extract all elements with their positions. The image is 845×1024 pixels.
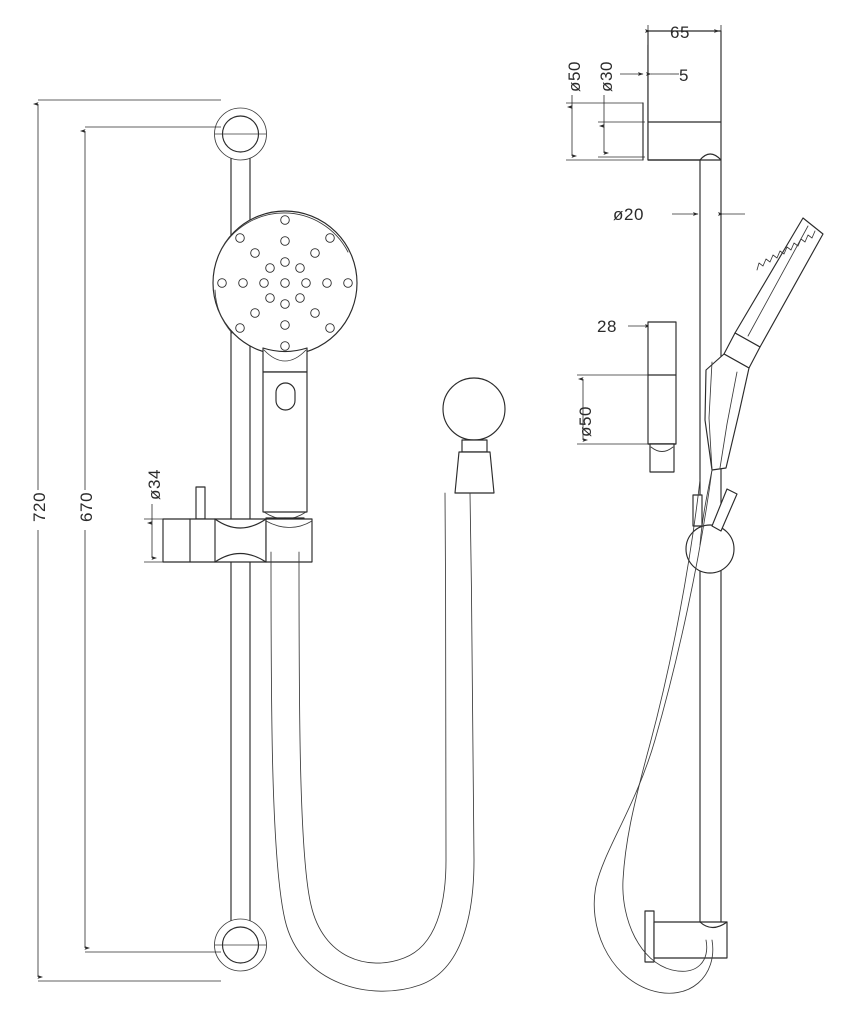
dimension-d50-top: ø50 <box>565 61 643 161</box>
dimension-670-label: 670 <box>77 492 96 522</box>
lower-bracket-side-body <box>647 321 677 473</box>
side-elevation-view <box>593 30 824 994</box>
top-wall-bracket <box>214 107 267 161</box>
front-view-dimensions: 720 670 ø34 <box>30 99 221 982</box>
dimension-28-label: 28 <box>597 317 617 336</box>
shower-head <box>212 210 358 373</box>
dimension-720: 720 <box>30 99 221 982</box>
top-wall-bracket-side <box>642 30 722 161</box>
dimension-65-label: 65 <box>670 23 690 42</box>
handset-side <box>704 217 824 471</box>
nozzle-pattern <box>217 215 353 351</box>
dimension-d34-label: ø34 <box>145 469 164 500</box>
flexible-hose <box>270 492 475 992</box>
dimension-d50-bottom-label: ø50 <box>576 406 595 437</box>
bottom-wall-bracket <box>214 918 267 972</box>
dimension-d20: ø20 <box>613 205 745 224</box>
dimension-d30: ø30 <box>597 61 645 158</box>
bottom-wall-bracket-side <box>644 910 728 963</box>
dimension-5-label: 5 <box>679 66 689 85</box>
dimension-65: 65 <box>644 23 722 42</box>
slider-bracket <box>162 486 313 563</box>
hose-cone-nut <box>442 377 506 494</box>
dimension-d20-label: ø20 <box>613 205 644 224</box>
dimension-d30-label: ø30 <box>597 61 616 92</box>
front-elevation-view <box>162 107 506 992</box>
slider-bracket-side <box>685 488 738 574</box>
dimension-5: 5 <box>620 66 689 85</box>
dimension-d50-top-label: ø50 <box>565 61 584 92</box>
flexible-hose-side <box>593 469 714 994</box>
dimension-d50-bottom: ø50 <box>576 374 650 445</box>
dimension-720-label: 720 <box>30 492 49 522</box>
side-view-dimensions: 65 5 ø50 ø30 ø20 <box>565 23 745 473</box>
dimension-670: 670 <box>77 126 221 953</box>
dimension-d34: ø34 <box>144 469 166 563</box>
mode-button <box>275 382 296 411</box>
